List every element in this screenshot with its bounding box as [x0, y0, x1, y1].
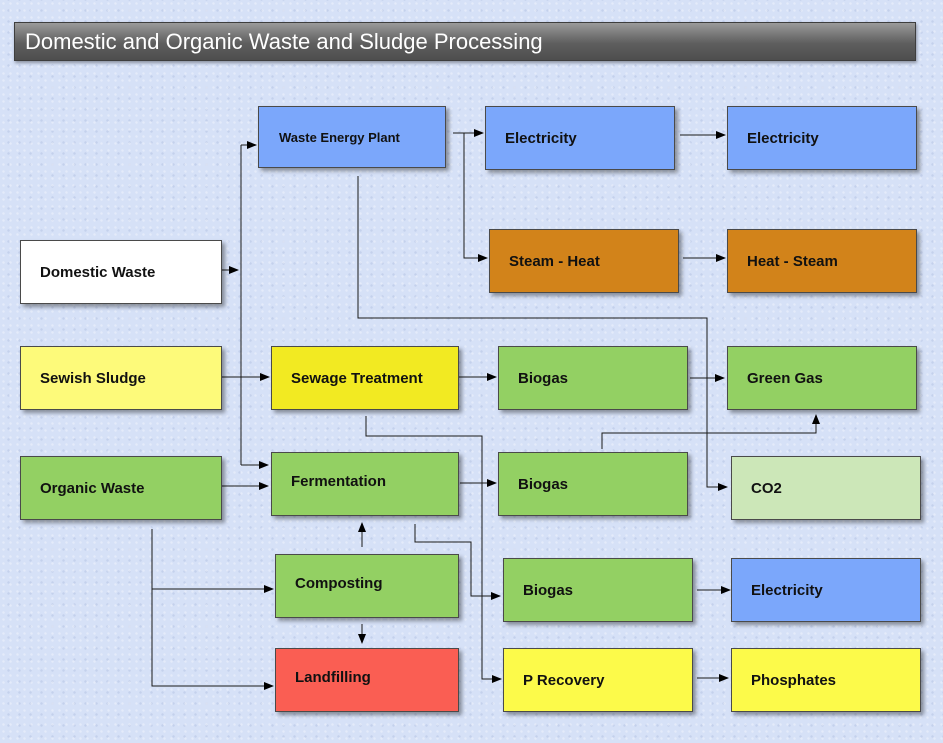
arrow-to-steam-heat [463, 133, 488, 262]
node-heat-steam: Heat - Steam [727, 229, 917, 293]
node-co2: CO2 [731, 456, 921, 520]
node-domestic-waste: Domestic Waste [20, 240, 222, 304]
node-steam-heat: Steam - Heat [489, 229, 679, 293]
node-electricity-2: Electricity [727, 106, 917, 170]
arrow-to-p-recovery [365, 416, 502, 683]
arrow-to-biogas-3 [414, 524, 501, 600]
node-phosphates: Phosphates [731, 648, 921, 712]
node-sewage-treatment: Sewage Treatment [271, 346, 459, 410]
node-fermentation: Fermentation [271, 452, 459, 516]
node-waste-energy-plant: Waste Energy Plant [258, 106, 446, 168]
arrow-to-co2 [357, 176, 728, 491]
node-electricity-1: Electricity [485, 106, 675, 170]
node-p-recovery: P Recovery [503, 648, 693, 712]
page-title: Domestic and Organic Waste and Sludge Pr… [14, 22, 916, 61]
node-biogas-3: Biogas [503, 558, 693, 622]
node-organic-waste: Organic Waste [20, 456, 222, 520]
node-green-gas: Green Gas [727, 346, 917, 410]
node-biogas-2: Biogas [498, 452, 688, 516]
node-landfilling: Landfilling [275, 648, 459, 712]
node-electricity-3: Electricity [731, 558, 921, 622]
node-biogas-1: Biogas [498, 346, 688, 410]
node-sewish-sludge: Sewish Sludge [20, 346, 222, 410]
arrow-to-landfilling [151, 529, 274, 690]
arrow-biogas-to-green-gas [601, 414, 820, 449]
node-composting: Composting [275, 554, 459, 618]
